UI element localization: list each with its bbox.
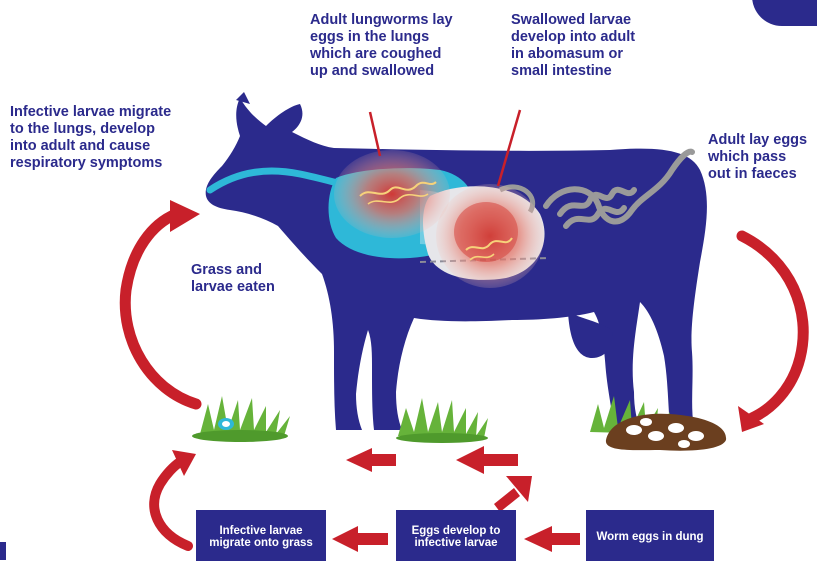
arrow-bottom-left-up xyxy=(154,450,196,546)
grass-clump-middle xyxy=(396,398,488,443)
label-adult-lay-eggs: Adult lay eggs which pass out in faeces xyxy=(708,132,807,183)
arrow-right-down xyxy=(738,236,803,432)
arrow-box-right xyxy=(524,526,580,552)
arrow-mid-right xyxy=(456,446,518,474)
arrow-box-left xyxy=(332,526,388,552)
lung-worm-spot xyxy=(334,150,450,238)
box-eggs-develop: Eggs develop to infective larvae xyxy=(396,510,516,561)
label-swallowed-larvae: Swallowed larvae develop into adult in a… xyxy=(511,12,635,80)
cropped-edge-mark xyxy=(0,542,6,560)
arrow-left-up xyxy=(125,200,200,404)
box-infective-onto-grass: Infective larvae migrate onto grass xyxy=(196,510,326,561)
grass-clump-left xyxy=(192,396,290,442)
label-lungworms-lay-eggs: Adult lungworms lay eggs in the lungs wh… xyxy=(310,12,453,80)
label-grass-larvae-eaten: Grass and larvae eaten xyxy=(191,262,275,296)
box-worm-eggs-dung: Worm eggs in dung xyxy=(586,510,714,561)
intestine-worm-spot xyxy=(436,184,544,288)
arrow-diagonal-up xyxy=(494,476,532,512)
arrow-mid-left xyxy=(346,448,396,472)
label-infective-migrate-lungs: Infective larvae migrate to the lungs, d… xyxy=(10,104,171,172)
